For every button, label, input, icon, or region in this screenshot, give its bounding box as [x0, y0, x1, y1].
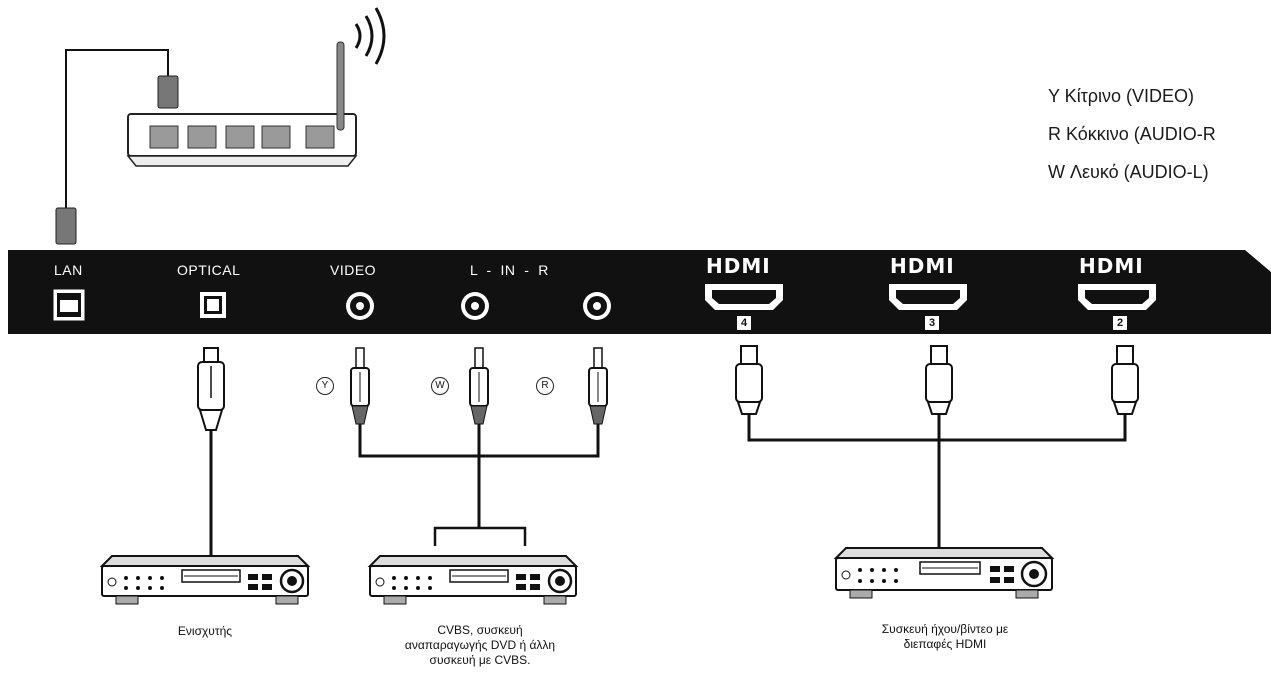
amplifier-caption: Ενισχυτής	[177, 624, 233, 638]
hdmi-caption-line-2: διεπαφές HDMI	[903, 637, 987, 651]
hdmi-av-device	[833, 547, 1055, 599]
hdmi-logo-2: HDMI	[1079, 254, 1144, 278]
audio-in-label: L - IN - R	[470, 262, 549, 278]
hdmi-port-number-3: 3	[925, 316, 939, 330]
red-connector-mark: R	[536, 377, 554, 395]
cvbs-caption-line-3: συσκευή με CVBS.	[429, 653, 531, 667]
cvbs-caption-line-2: αναπαραγωγής DVD ή άλλη	[404, 638, 556, 652]
lan-port	[53, 289, 85, 321]
video-label: VIDEO	[330, 262, 377, 278]
router	[126, 7, 386, 167]
hdmi-cables	[735, 345, 1139, 548]
legend-red-audio-r: R Κόκκινο (AUDIO-R	[1048, 124, 1216, 144]
amplifier-device	[99, 555, 311, 605]
tv-back-panel	[8, 250, 1271, 334]
rca-ports	[346, 292, 611, 320]
legend-yellow-video: Y Κίτρινο (VIDEO)	[1048, 86, 1195, 106]
cvbs-caption-line-1: CVBS, συσκευή	[437, 623, 523, 637]
optical-cable	[197, 347, 225, 556]
lan-cable	[55, 49, 179, 245]
white-connector-mark: W	[431, 377, 449, 395]
hdmi-port-number-4: 4	[737, 316, 751, 330]
legend-white-audio-l: W Λευκό (AUDIO-L)	[1048, 162, 1209, 182]
lan-label: LAN	[54, 262, 83, 278]
hdmi-port-number-2: 2	[1113, 316, 1127, 330]
rca-cables	[350, 347, 608, 546]
yellow-connector-mark: Y	[316, 377, 334, 395]
hdmi-logo-4: HDMI	[706, 254, 771, 278]
optical-label: OPTICAL	[177, 262, 241, 278]
hdmi-ports	[705, 284, 1156, 310]
cvbs-device-caption: CVBS, συσκευή αναπαραγωγής DVD ή άλλη συ…	[370, 623, 590, 668]
hdmi-logo-3: HDMI	[890, 254, 955, 278]
cvbs-dvd-device	[367, 555, 579, 605]
hdmi-caption-line-1: Συσκευή ήχου/βίντεο με	[881, 622, 1009, 636]
hdmi-device-caption: Συσκευή ήχου/βίντεο με διεπαφές HDMI	[840, 622, 1050, 652]
optical-port	[200, 292, 226, 318]
